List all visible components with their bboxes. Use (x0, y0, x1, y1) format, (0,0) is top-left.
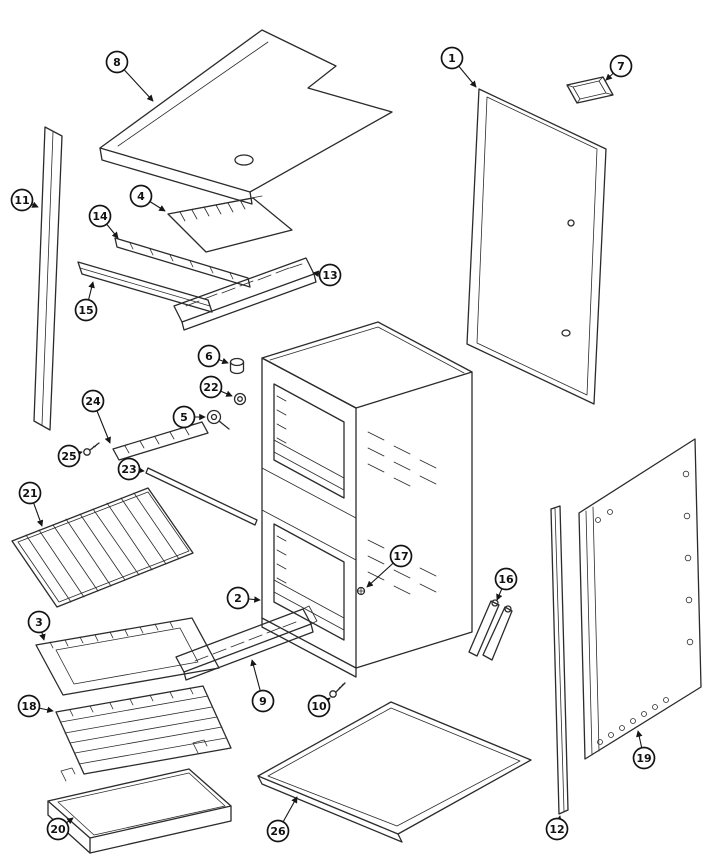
callout-number: 4 (137, 190, 145, 203)
callout-number: 10 (311, 700, 327, 713)
callout-9: 9 (250, 659, 275, 713)
callout-18: 18 (17, 694, 54, 718)
part-grommet (233, 392, 247, 406)
callout-number: 14 (92, 210, 108, 223)
part-top-panel (99, 29, 393, 205)
callout-number: 9 (259, 695, 267, 708)
part-door-panel (466, 88, 607, 405)
callout-15: 15 (74, 281, 98, 322)
callout-26: 26 (266, 796, 298, 843)
callout-2: 2 (226, 586, 261, 610)
part-oven-door-upper (35, 617, 220, 696)
callout-number: 22 (203, 381, 218, 394)
callout-number: 13 (322, 269, 337, 282)
callout-number: 5 (180, 411, 188, 424)
callout-3: 3 (27, 610, 51, 641)
part-drawer-pan (47, 739, 232, 854)
callout-number: 17 (393, 550, 408, 563)
callout-number: 20 (50, 823, 66, 836)
callout-number: 3 (35, 616, 43, 629)
callout-number: 24 (85, 395, 101, 408)
callout-number: 19 (636, 752, 651, 765)
callout-19: 19 (632, 730, 656, 770)
part-clip (206, 409, 230, 430)
part-trim-strip-upper (114, 237, 251, 288)
part-heat-deflector (167, 195, 293, 253)
callout-number: 7 (617, 60, 625, 73)
callout-number: 15 (78, 304, 93, 317)
callout-4: 4 (129, 184, 166, 212)
callout-11: 11 (10, 188, 39, 212)
callout-number: 26 (270, 825, 286, 838)
part-trim-strip-lower (77, 261, 213, 313)
part-bracket (566, 76, 614, 104)
callout-number: 6 (205, 350, 213, 363)
part-oven-body (261, 321, 473, 678)
callout-number: 25 (61, 450, 76, 463)
callout-number: 12 (549, 823, 564, 836)
callout-7: 7 (605, 54, 633, 81)
part-oven-rack (11, 487, 194, 608)
part-rear-panel (578, 438, 702, 760)
part-left-trim (33, 126, 63, 431)
callout-8: 8 (105, 50, 154, 102)
part-lower-trim (175, 605, 318, 681)
callout-number: 11 (14, 194, 29, 207)
callout-21: 21 (18, 481, 44, 527)
callout-22: 22 (199, 375, 233, 399)
part-bottom-panel (257, 701, 532, 843)
part-screw-body (356, 586, 366, 596)
callout-17: 17 (366, 544, 413, 588)
part-handle-trim (112, 421, 209, 461)
part-screw-small-left (83, 442, 100, 456)
callout-23: 23 (117, 457, 145, 481)
callout-1: 1 (440, 46, 477, 88)
callout-6: 6 (197, 344, 229, 368)
part-support-rod (145, 467, 258, 526)
callout-number: 23 (121, 463, 136, 476)
callout-20: 20 (46, 817, 74, 841)
part-screw-lower (329, 682, 346, 698)
part-hex-screw (229, 357, 245, 375)
part-oven-door-inner (55, 685, 232, 775)
callout-number: 1 (448, 52, 456, 65)
callout-number: 2 (234, 592, 242, 605)
callout-12: 12 (545, 815, 569, 841)
callout-number: 21 (22, 487, 37, 500)
callout-number: 8 (113, 56, 121, 69)
callout-14: 14 (88, 204, 119, 239)
callout-25: 25 (57, 444, 83, 468)
callout-number: 16 (498, 573, 514, 586)
callout-5: 5 (172, 405, 206, 429)
callout-10: 10 (307, 694, 331, 718)
callout-number: 18 (21, 700, 36, 713)
callout-24: 24 (81, 389, 111, 444)
part-door-hinge (468, 599, 513, 661)
part-vent-trim (173, 257, 317, 331)
callout-13: 13 (312, 263, 342, 287)
part-right-trim (550, 505, 569, 815)
callout-16: 16 (494, 567, 518, 601)
